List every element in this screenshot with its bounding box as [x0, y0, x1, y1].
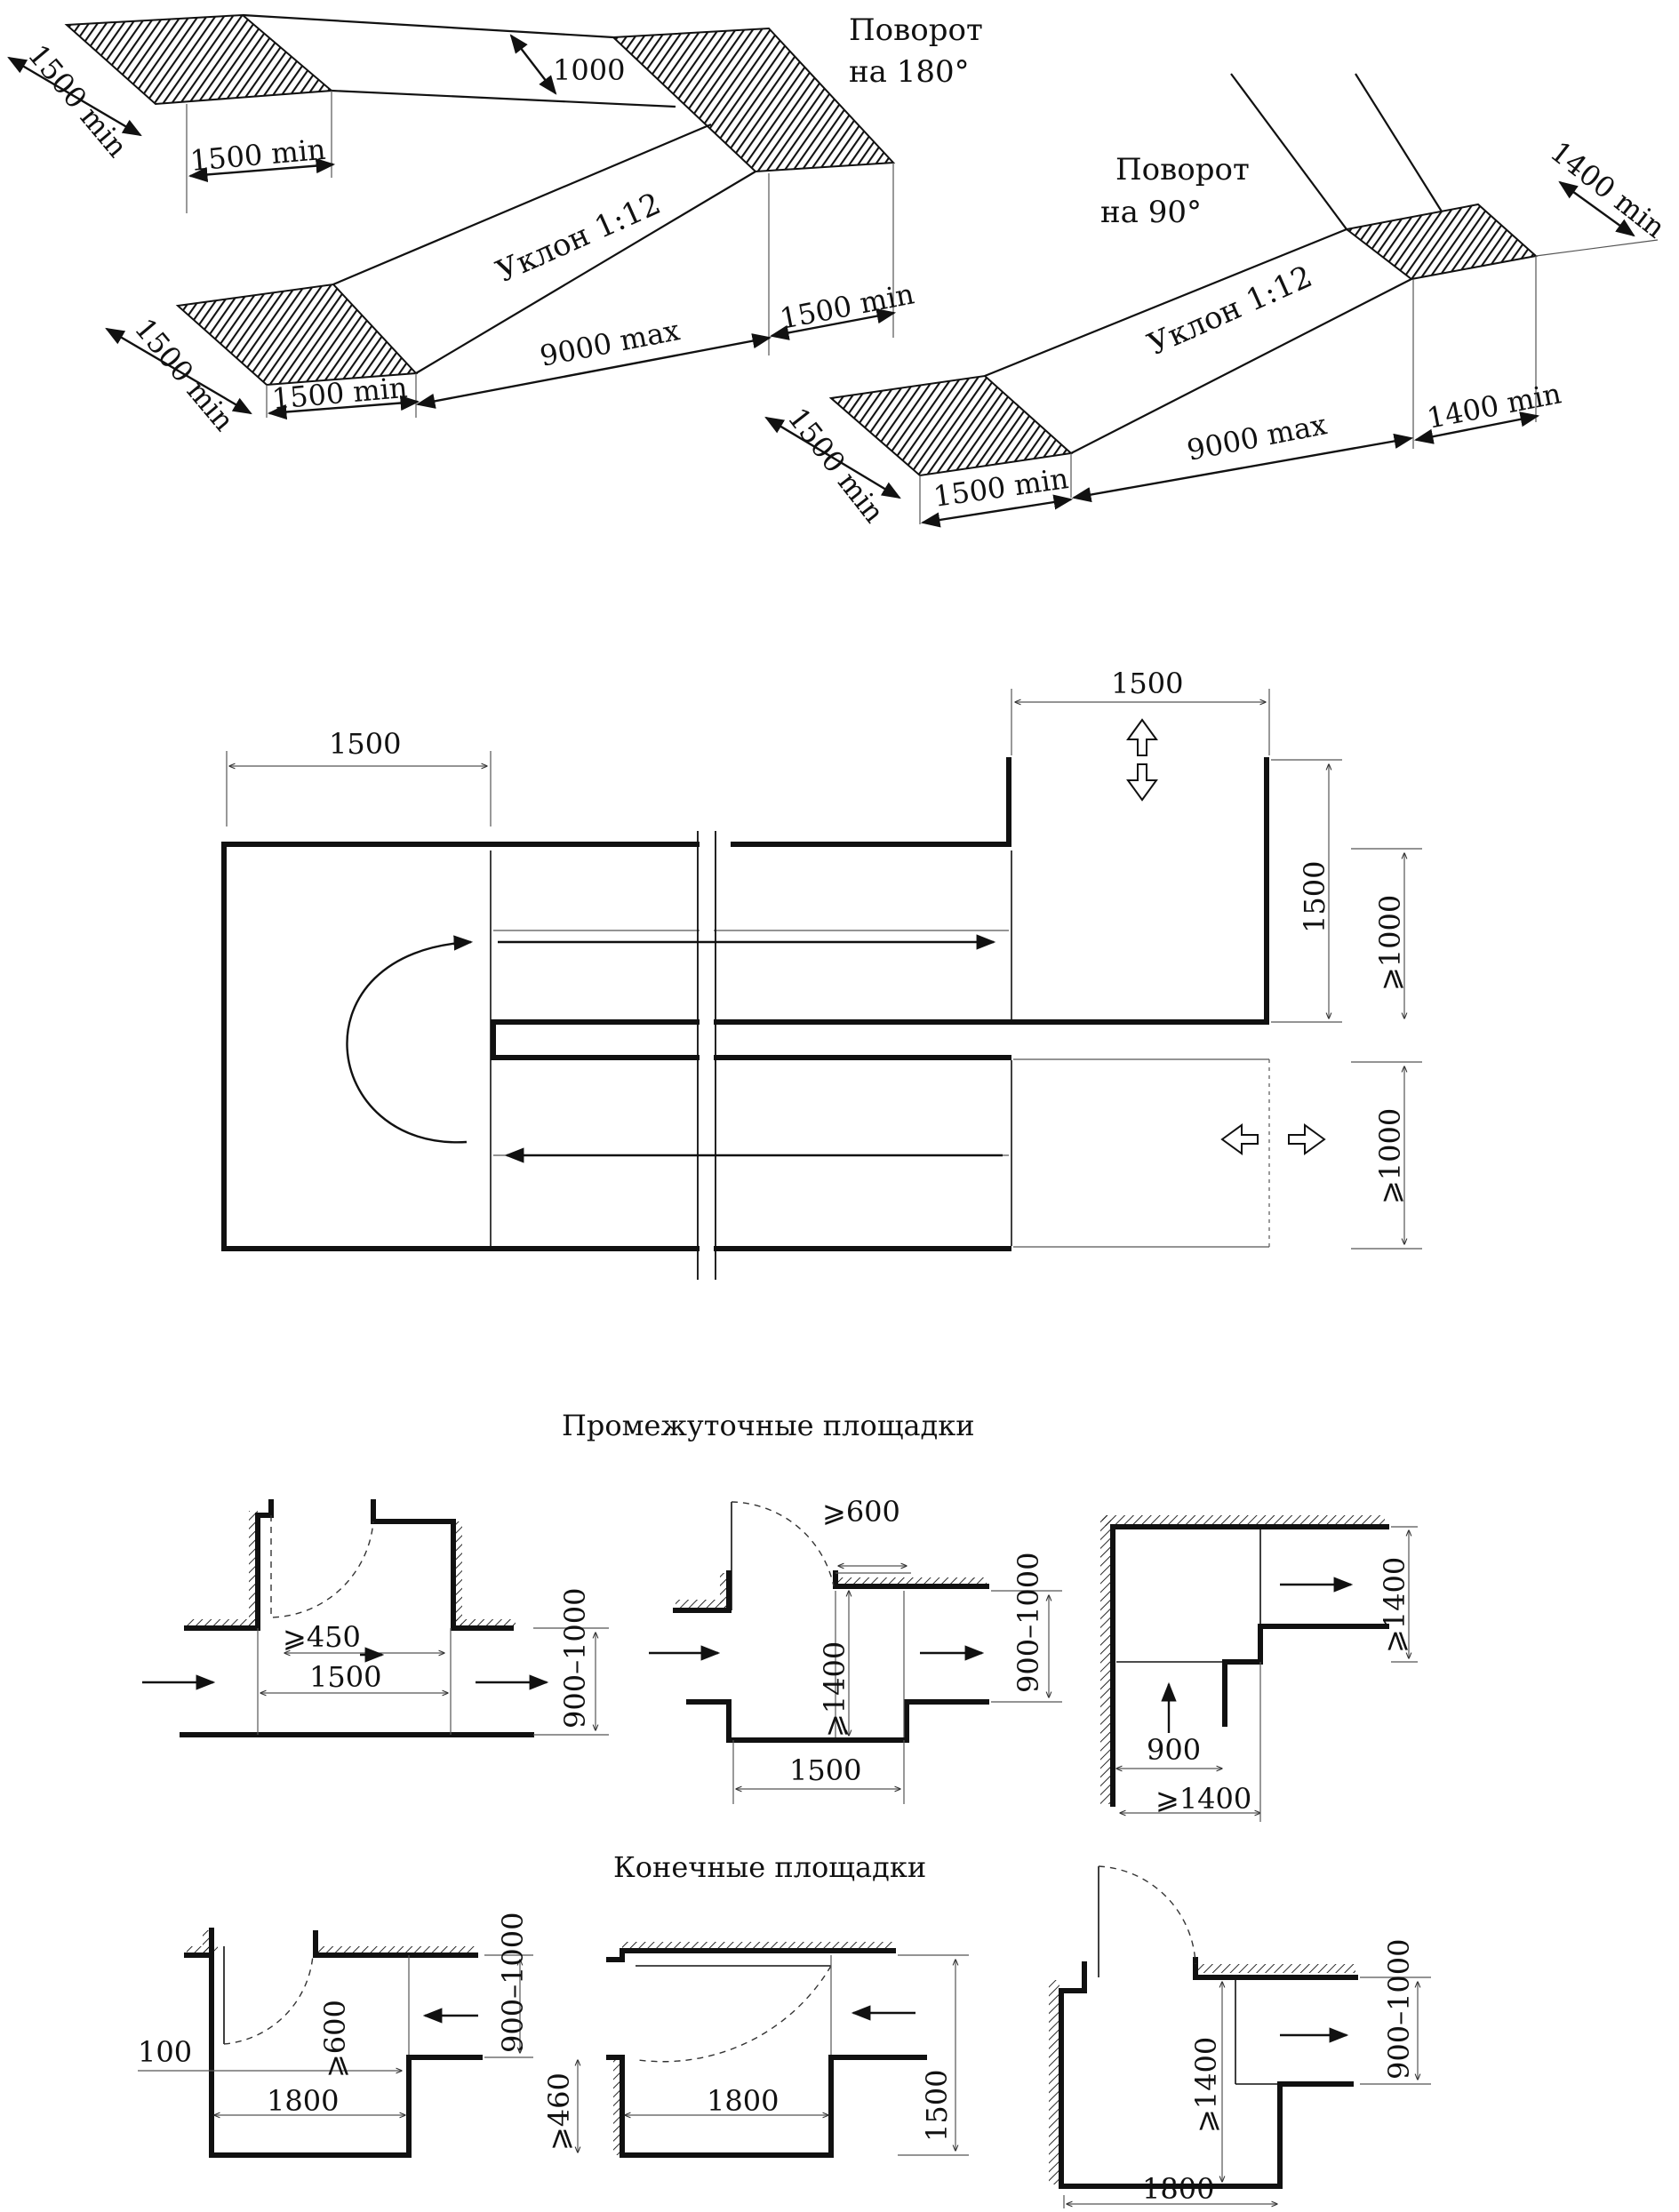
turn-180-title-line1: Поворот [849, 12, 983, 48]
lower-landing-hatched [175, 283, 419, 387]
dim-height-900-1000: 900–1000 [1382, 1938, 1416, 2080]
upper-landing-hatched [1344, 203, 1539, 281]
dim-min-600: ⩾600 [318, 2000, 352, 2078]
dim-depth-1400: ⩾1400 [1189, 2037, 1223, 2133]
dim-depth-1400: ⩾1400 [818, 1641, 851, 1737]
dim-upper-width: ⩾1000 [1373, 895, 1407, 991]
right-landing-hatched [611, 27, 896, 173]
dim-length: 9000 max [1184, 407, 1329, 467]
final-landing-a: 100 ⩾600 1800 900–1000 [138, 1912, 533, 2158]
dim-height-900-1000: 900–1000 [1011, 1552, 1045, 1693]
final-heading: Конечные площадки [613, 1850, 926, 1884]
dim-right: 1500 min [777, 276, 916, 335]
intermediate-landing-a: ⩾450 1500 900–1000 [142, 1499, 609, 1737]
intermediate-heading: Промежуточные площадки [562, 1409, 975, 1442]
dim-width-1800: 1800 [267, 2084, 339, 2118]
turn-90-title-line1: Поворот [1115, 152, 1250, 188]
dim-right-height: 1500 [1298, 861, 1331, 933]
dim-upper-side: 1400 min [1544, 134, 1672, 244]
turn-90-slope-label: Уклон 1:12 [1142, 259, 1317, 363]
dim-900: 900 [1147, 1733, 1201, 1767]
final-landing-b: ⩾460 1800 1500 [542, 1942, 969, 2158]
dim-door-600: ⩾600 [822, 1495, 900, 1529]
ramp-plan: 1500 1500 1500 ⩾1000 ⩾1000 [221, 667, 1422, 1280]
dim-width-1800: 1800 [707, 2084, 779, 2118]
dim-lower-width: ⩾1000 [1373, 1108, 1407, 1204]
intermediate-landing-c: ⩾1400 900 ⩾1400 [1100, 1515, 1418, 1822]
dim-height-1500: 1500 [920, 2070, 954, 2142]
dim-height-1400: ⩾1400 [1378, 1557, 1411, 1653]
dim-min-450: ⩾450 [283, 1620, 361, 1654]
upper-landing-hatched [64, 13, 334, 106]
turn-90-title-line2: на 90° [1100, 195, 1202, 230]
lower-landing-hatched [828, 374, 1074, 477]
final-landing-c: ⩾1400 1800 900–1000 [1049, 1865, 1431, 2208]
dim-height-900-1000: 900–1000 [496, 1912, 530, 2053]
dim-width-1500: 1500 [789, 1753, 861, 1787]
dim-upper-bottom: 1400 min [1424, 376, 1563, 435]
dim-upper-bottom: 1500 min [188, 132, 327, 178]
dim-width-1800: 1800 [1142, 2172, 1214, 2206]
intermediate-landing-b: ⩾600 ⩾1400 1500 900–1000 [649, 1495, 1062, 1804]
dim-min-460: ⩾460 [542, 2072, 576, 2151]
dim-length: 9000 max [537, 313, 682, 373]
dim-100: 100 [138, 2035, 192, 2069]
dim-height-900-1000: 900–1000 [558, 1587, 592, 1729]
turn-180-slope-label: Уклон 1:12 [491, 186, 666, 290]
dim-width-1400: ⩾1400 [1155, 1782, 1251, 1816]
dim-width-1500: 1500 [309, 1660, 381, 1694]
ramp-180-turn: Поворот на 180° Уклон 1:12 1000 1500 min… [7, 12, 983, 437]
dim-left-top: 1500 [329, 727, 401, 761]
dim-right-top: 1500 [1111, 667, 1183, 700]
turn-180-title-line2: на 180° [849, 54, 970, 90]
dim-1000: 1000 [553, 53, 625, 87]
